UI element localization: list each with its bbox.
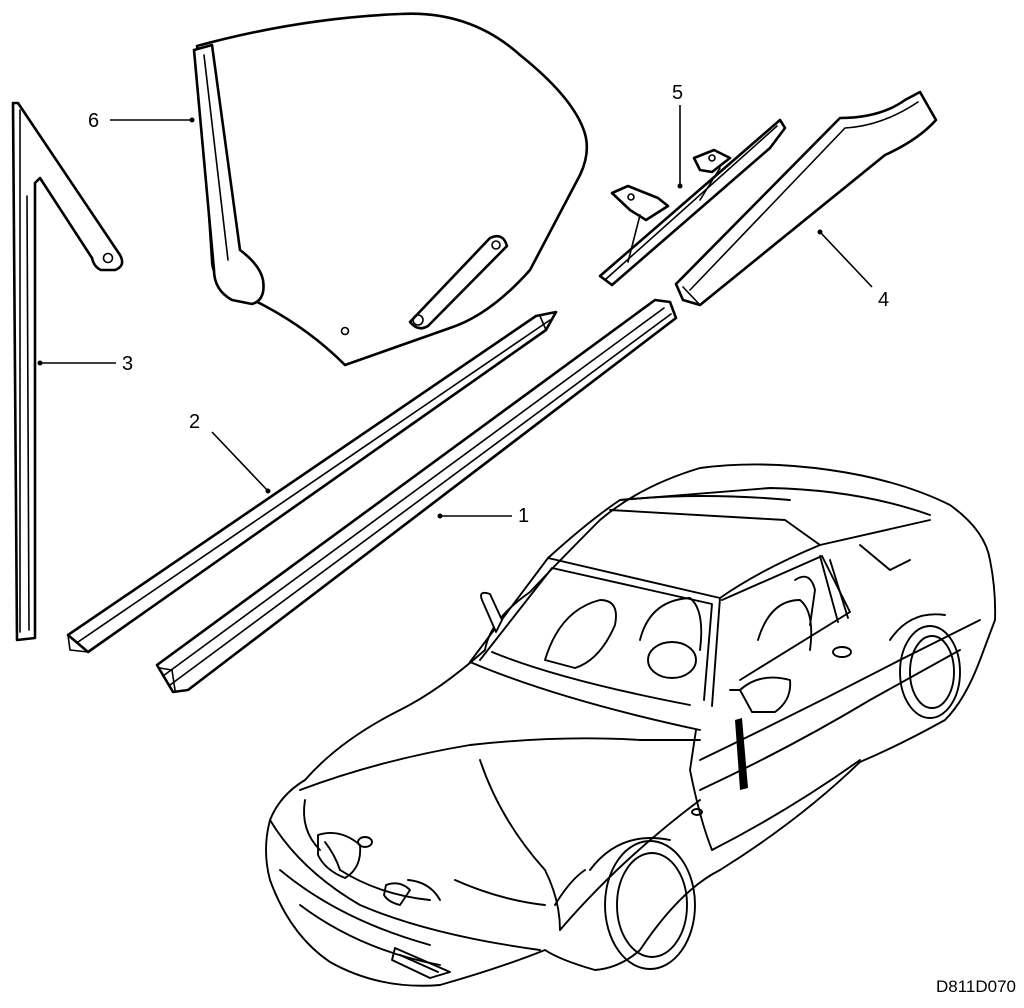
part-6-door-glass [192, 12, 589, 367]
callout-3: 3 [122, 353, 133, 375]
callout-leaders [37, 105, 873, 519]
car-illustration [265, 463, 997, 987]
part-5-inner-window-strip [598, 118, 787, 287]
part-2-inner-belt-strip [66, 310, 558, 654]
part-1-outer-belt-strip [155, 298, 678, 694]
callout-5: 5 [672, 82, 683, 104]
part-3-window-frame-strip [11, 101, 124, 642]
reference-code: D811D070 [936, 977, 1016, 996]
callout-4: 4 [878, 289, 889, 311]
callout-6: 6 [88, 110, 99, 132]
callout-2: 2 [189, 411, 200, 433]
part-4-rear-window-strip [674, 90, 938, 307]
callout-1: 1 [518, 505, 529, 527]
